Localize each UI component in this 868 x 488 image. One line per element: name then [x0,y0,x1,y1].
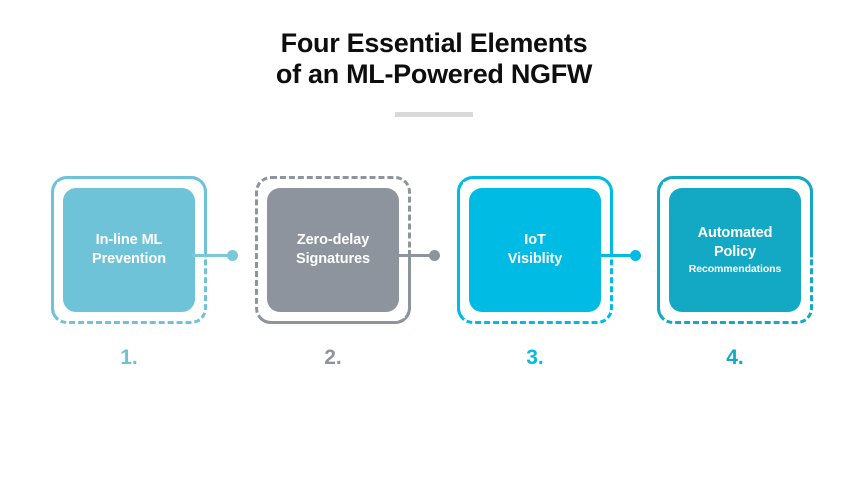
elements-row: In-line ML Prevention 1. Zero-delay Sign… [0,176,868,391]
connector-dot [429,250,440,261]
card-number-3: 3. [526,346,544,369]
title-line-2: of an ML-Powered NGFW [275,59,593,89]
card-body-2: Zero-delay Signatures [267,188,399,312]
card-label-4: Automated Policy Recommendations [683,224,787,276]
card-label-line2: Signatures [296,251,370,267]
connector-1-to-2 [192,250,238,261]
element-card-2[interactable]: Zero-delay Signatures 2. [255,176,415,391]
card-label-line1: Zero-delay [296,232,370,248]
connector-dot [227,250,238,261]
card-label-line2: Prevention [92,251,166,267]
card-number-2: 2. [324,346,342,369]
card-body-3: IoT Visiblity [469,188,601,312]
card-label-line1: IoT [524,232,546,248]
card-number-4: 4. [726,346,744,369]
card-label-line1: In-line ML [95,232,163,248]
card-number-1: 1. [120,346,138,369]
connector-dot [630,250,641,261]
element-card-1[interactable]: In-line ML Prevention 1. [51,176,211,391]
card-label-line2: Visiblity [507,251,563,267]
card-label-1: In-line ML Prevention [86,231,172,269]
card-label-line2: Policy [713,244,757,260]
card-label-sub: Recommendations [688,263,782,275]
card-body-1: In-line ML Prevention [63,188,195,312]
connector-line [595,254,633,257]
connector-line [192,254,230,257]
element-card-3[interactable]: IoT Visiblity 3. [457,176,617,391]
element-card-4[interactable]: Automated Policy Recommendations 4. [657,176,817,391]
connector-3-to-4 [595,250,641,261]
title-divider [395,112,473,117]
connector-2-to-3 [394,250,440,261]
card-label-line1: Automated [697,225,773,241]
card-label-3: IoT Visiblity [502,231,568,269]
card-label-2: Zero-delay Signatures [290,231,376,269]
title-line-1: Four Essential Elements [280,28,588,58]
page-title: Four Essential Elements of an ML-Powered… [0,28,868,90]
connector-line [394,254,432,257]
card-body-4: Automated Policy Recommendations [669,188,801,312]
